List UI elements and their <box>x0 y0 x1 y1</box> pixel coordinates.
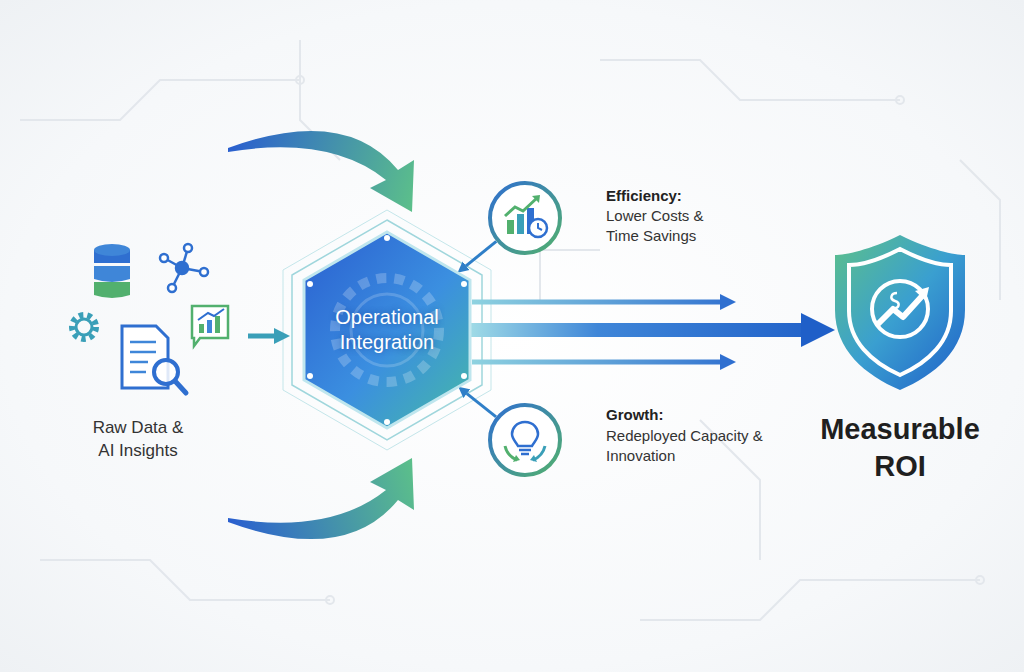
flow-arrow <box>470 323 801 337</box>
rect-part <box>215 316 220 333</box>
outcome-title: Measurable ROI <box>810 411 990 485</box>
circle-part <box>896 96 904 104</box>
benefit-circle: Efficiency:Lower Costs & Time Savings <box>487 180 563 256</box>
path-part <box>94 282 130 298</box>
polyline-part <box>600 60 900 100</box>
path-part <box>532 195 540 203</box>
circle-part <box>490 405 560 475</box>
benefit-circle: Growth:Redeployed Capacity & Innovation <box>487 402 563 478</box>
process-label: Operational Integration <box>304 305 470 355</box>
polyline-part <box>877 295 923 325</box>
circle-part <box>296 76 304 84</box>
output-arrow-upper <box>472 300 720 305</box>
input-label: Raw Data & AI Insights <box>88 416 188 462</box>
curved-arrow-top <box>228 131 414 212</box>
rect-part <box>517 214 524 234</box>
gear-icon <box>72 315 96 339</box>
circle-part <box>384 419 390 425</box>
network-icon <box>160 244 208 292</box>
circle-part <box>184 244 192 252</box>
path-part <box>849 249 951 375</box>
circle-part <box>335 278 439 382</box>
benefit-heading: Growth: <box>606 405 664 425</box>
node-outline <box>304 232 470 428</box>
benefit-text: Lower Costs & Time Savings <box>606 206 731 246</box>
ellipse-part <box>94 244 130 256</box>
polyline-part <box>505 198 537 216</box>
benefit-heading: Efficiency: <box>606 186 682 206</box>
polyline-part <box>540 250 600 300</box>
path-part <box>513 455 520 462</box>
rect-part <box>507 220 514 234</box>
line-part <box>130 361 148 364</box>
path-part <box>192 306 228 346</box>
polyline-part <box>538 223 542 230</box>
node-outline <box>487 180 563 256</box>
feedback-arrow <box>466 241 496 266</box>
circle-part <box>384 235 390 241</box>
circle-part <box>872 281 928 337</box>
chart-bubble-icon <box>192 306 228 346</box>
polyline-part <box>20 80 300 120</box>
node-outline <box>487 402 563 478</box>
circle-part <box>72 315 96 339</box>
circle-part <box>461 373 467 379</box>
document-search-icon <box>122 326 186 393</box>
output-arrow-lower <box>472 360 720 365</box>
feedback-arrow <box>467 394 496 417</box>
database-icon <box>94 244 130 298</box>
circle-part <box>176 262 188 274</box>
path-part <box>915 287 929 301</box>
line-part <box>519 449 531 452</box>
curved-arrow-bottom <box>228 458 414 539</box>
circle-part <box>976 576 984 584</box>
circle-part <box>160 254 168 262</box>
circle-part <box>307 281 313 287</box>
hexagon-halo <box>292 220 482 440</box>
circle-part <box>490 183 560 253</box>
circle-part <box>200 268 208 276</box>
path-part <box>94 266 130 282</box>
circle-part <box>529 219 547 237</box>
polyline-part <box>960 160 1000 300</box>
line-part <box>175 381 186 393</box>
rect-part <box>207 320 212 333</box>
line-part <box>521 453 529 456</box>
circle-part <box>326 596 334 604</box>
path-part <box>835 235 965 390</box>
outcome-shield: Measurable ROI <box>835 235 965 390</box>
polyline-part <box>640 580 980 620</box>
line-part <box>130 351 156 354</box>
circuit-lines <box>20 40 1000 620</box>
rect-part <box>199 324 204 333</box>
circle-part <box>461 281 467 287</box>
circle-part <box>351 294 423 366</box>
circle-part <box>76 319 92 335</box>
benefit-text: Redeployed Capacity & Innovation <box>606 426 766 466</box>
hexagon-halo <box>283 210 491 450</box>
circle-part <box>168 284 176 292</box>
process-hexagon: Operational Integration <box>304 232 470 428</box>
path-part <box>891 293 898 308</box>
line-part <box>130 341 156 344</box>
polyline-part <box>40 560 330 600</box>
path-part <box>530 455 537 462</box>
polygon-part <box>304 232 470 428</box>
path-part <box>512 422 538 446</box>
circle-part <box>307 373 313 379</box>
polyline-part <box>198 309 224 320</box>
input-arrow <box>248 334 274 339</box>
node-outline <box>835 235 965 390</box>
line-part <box>130 371 146 374</box>
